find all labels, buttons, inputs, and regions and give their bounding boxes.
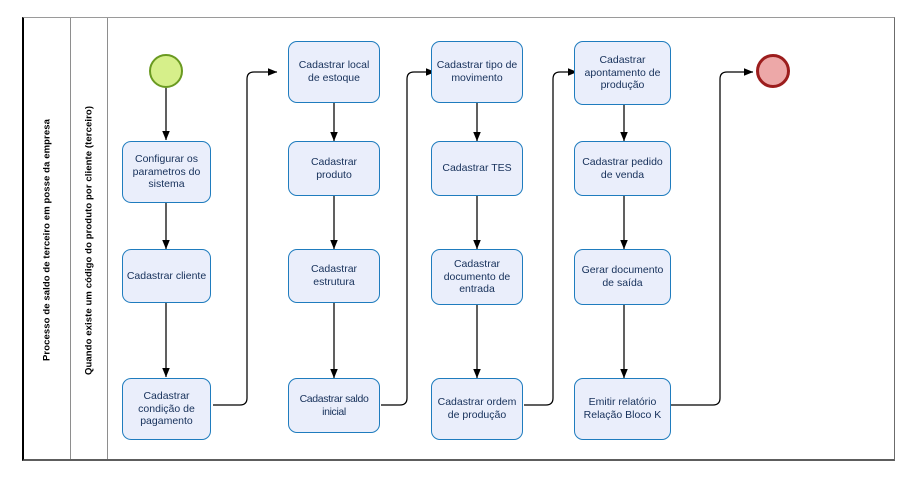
lane-divider-1 bbox=[70, 18, 71, 459]
task-configurar-parametros[interactable]: Configurar os parametros do sistema bbox=[122, 141, 211, 203]
task-cadastrar-produto[interactable]: Cadastrar produto bbox=[288, 141, 380, 196]
task-cadastrar-ordem-producao[interactable]: Cadastrar ordem de produção bbox=[431, 378, 523, 440]
task-cadastrar-pedido-venda[interactable]: Cadastrar pedido de venda bbox=[574, 141, 671, 196]
lane-title-label: Quando existe um código do produto por c… bbox=[83, 105, 95, 375]
task-emitir-relatorio-bloco-k[interactable]: Emitir relatório Relação Bloco K bbox=[574, 378, 671, 440]
pool-title-label: Processo de saldo de terceiro em posse d… bbox=[41, 119, 53, 361]
task-cadastrar-tipo-movimento[interactable]: Cadastrar tipo de movimento bbox=[431, 41, 523, 103]
end-event[interactable] bbox=[756, 54, 790, 88]
task-cadastrar-cliente[interactable]: Cadastrar cliente bbox=[122, 249, 211, 303]
task-cadastrar-apontamento-producao[interactable]: Cadastrar apontamento de produção bbox=[574, 41, 671, 105]
task-cadastrar-documento-entrada[interactable]: Cadastrar documento de entrada bbox=[431, 249, 523, 305]
task-cadastrar-local-estoque[interactable]: Cadastrar local de estoque bbox=[288, 41, 380, 103]
task-gerar-documento-saida[interactable]: Gerar documento de saída bbox=[574, 249, 671, 305]
task-cadastrar-condicao-pagamento[interactable]: Cadastrar condição de pagamento bbox=[122, 378, 211, 440]
start-event[interactable] bbox=[149, 54, 183, 88]
task-cadastrar-estrutura[interactable]: Cadastrar estrutura bbox=[288, 249, 380, 303]
task-cadastrar-saldo-inicial[interactable]: Cadastrar saldo inicial bbox=[288, 378, 380, 433]
task-cadastrar-tes[interactable]: Cadastrar TES bbox=[431, 141, 523, 196]
lane-divider-2 bbox=[107, 18, 108, 459]
